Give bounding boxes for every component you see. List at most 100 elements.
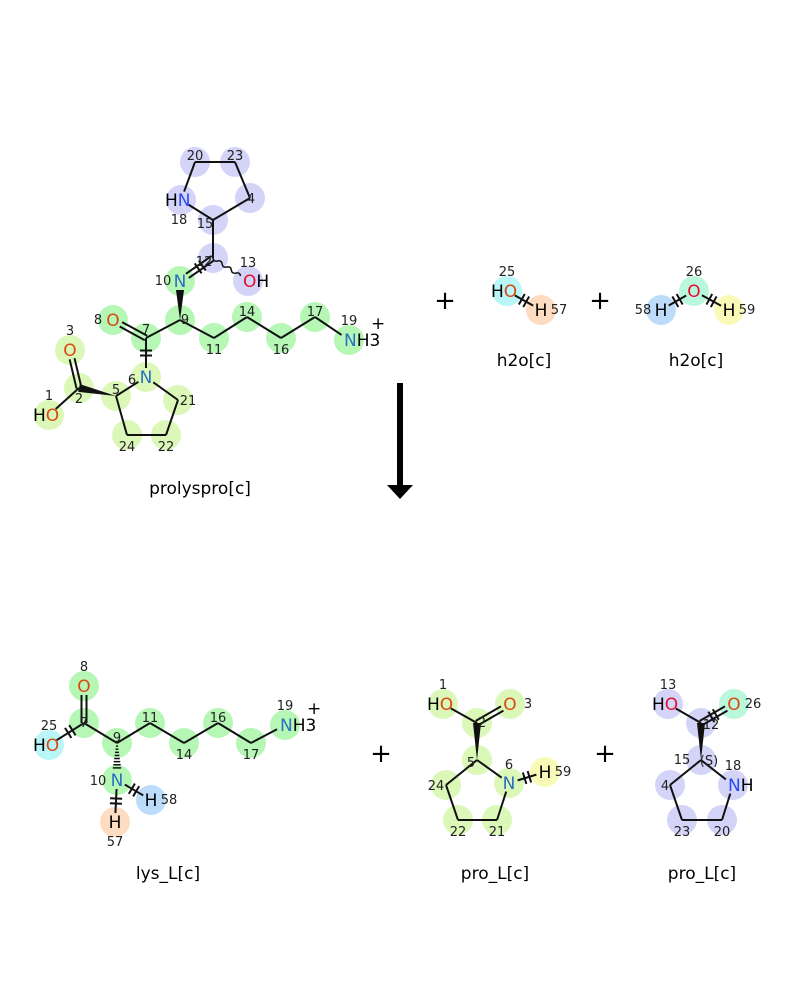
bond <box>514 293 534 308</box>
atom-highlight <box>428 689 458 719</box>
bond-layer <box>55 161 732 821</box>
bond <box>80 695 88 723</box>
atom-number: 18 <box>171 213 188 228</box>
molecule-name-prolyspro: prolyspro[c] <box>149 479 251 499</box>
bond <box>697 723 705 760</box>
bond <box>700 759 727 781</box>
atom-symbol: O <box>77 677 90 697</box>
bond <box>179 319 215 339</box>
atom-highlight <box>270 710 300 740</box>
plus-sign: + <box>589 286 611 316</box>
atom-number: 3 <box>524 697 532 712</box>
atom-number: 20 <box>714 825 731 840</box>
atom-number: 10 <box>90 774 107 789</box>
atom-number: 58 <box>161 793 178 808</box>
bond <box>56 722 85 742</box>
atom-highlight <box>136 785 166 815</box>
atom-number: 5 <box>112 383 120 398</box>
stereo-label: (S) <box>700 754 718 769</box>
atom-number: 13 <box>240 256 257 271</box>
bond <box>473 723 481 760</box>
atom-number: 8 <box>80 660 88 675</box>
atom-number: 4 <box>247 192 255 207</box>
atom-highlight <box>166 185 196 215</box>
atom-highlight <box>526 295 556 325</box>
atom-58: H58 <box>635 301 668 321</box>
atom-number: 6 <box>128 373 136 388</box>
atom-9: 9 <box>113 731 121 746</box>
atom-symbol: N <box>140 368 153 388</box>
atom-symbol: OH <box>243 272 269 292</box>
bond <box>217 722 252 744</box>
bond <box>721 793 732 821</box>
atom-12: 12 <box>703 718 720 733</box>
atom-14: 14 <box>239 305 256 320</box>
atom-number: 7 <box>142 323 150 338</box>
atom-number: 24 <box>428 779 445 794</box>
arrow-shaft <box>397 383 403 487</box>
bond <box>183 722 219 744</box>
atom-symbol: O <box>63 341 76 361</box>
atom-21: 21 <box>180 394 197 409</box>
atom-highlight <box>653 689 683 719</box>
atom-highlight <box>131 362 161 392</box>
atom-highlight <box>492 276 522 306</box>
atom-16: 16 <box>273 343 290 358</box>
atom-number: 13 <box>660 678 677 693</box>
atom-number: 24 <box>119 440 136 455</box>
atom-symbol: N <box>111 771 124 791</box>
bond <box>152 381 179 401</box>
atom-number: 3 <box>66 324 74 339</box>
bond <box>115 395 128 436</box>
charge-sign: + <box>307 699 321 719</box>
atom-number: 5 <box>467 756 475 771</box>
arrow-head <box>387 485 413 499</box>
atom-12: 12 <box>196 255 213 270</box>
atom-number: 1 <box>45 389 53 404</box>
bond <box>675 707 702 724</box>
atom-number: 26 <box>745 697 762 712</box>
bond <box>668 293 687 308</box>
atom-57: H57 <box>107 813 124 850</box>
atom-23: 23 <box>227 149 244 164</box>
atom-6: N6 <box>128 368 153 388</box>
atom-highlight <box>334 325 364 355</box>
bond <box>250 728 278 744</box>
bond <box>669 784 683 821</box>
atom-symbol: HO <box>491 282 517 302</box>
atom-highlight <box>55 335 85 365</box>
atom-number: 10 <box>155 274 172 289</box>
bond <box>212 197 251 221</box>
atom-7: 7 <box>80 716 88 731</box>
bond <box>140 338 152 368</box>
bond <box>176 290 184 320</box>
atom-15: 15 <box>197 217 214 232</box>
atom-26: O26 <box>686 265 703 302</box>
atom-number: 16 <box>273 343 290 358</box>
atom-number: 17 <box>307 305 324 320</box>
atom-number: 59 <box>739 303 756 318</box>
atom-symbol: O <box>727 695 740 715</box>
bond <box>68 357 83 389</box>
atom-number: 2 <box>478 716 486 731</box>
atom-number: 12 <box>196 255 213 270</box>
atom-highlight <box>494 768 524 798</box>
atom-17: 17 <box>307 305 324 320</box>
atom-19: NH3+19 <box>277 699 322 736</box>
atom-highlight <box>530 757 560 787</box>
atom-highlight <box>646 295 676 325</box>
bond <box>517 770 537 785</box>
bond <box>234 161 251 199</box>
bond <box>213 316 248 339</box>
atom-symbol: N <box>174 272 187 292</box>
atom-number: 21 <box>489 825 506 840</box>
bond <box>212 257 242 277</box>
